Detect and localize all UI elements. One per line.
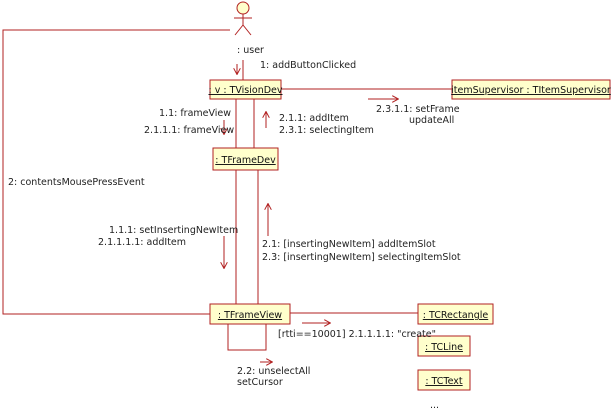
user-label: : user xyxy=(237,45,264,56)
msg-2-1-1-1: 2.1.1.1: frameView xyxy=(144,125,234,136)
msg-2-3-1-1-updateall: updateAll xyxy=(409,115,454,126)
object-item-supervisor-label: itemSupervisor : TItemSupervisor xyxy=(451,85,611,96)
object-tc-line[interactable]: : TCLine xyxy=(417,335,471,357)
msg-1: 1: addButtonClicked xyxy=(260,60,356,71)
object-frame-view-label: : TFrameView xyxy=(218,310,282,321)
object-vision-dev[interactable]: : v : TVisionDev xyxy=(208,79,283,100)
msg-2-3-1: 2.3.1: selectingItem xyxy=(279,125,374,136)
links xyxy=(2,29,452,351)
message-labels: 1: addButtonClicked 1.1: frameView 2.1.1… xyxy=(8,60,461,388)
stick-figure-icon xyxy=(234,1,252,36)
user-actor: : user xyxy=(234,1,264,56)
msg-1-1-1: 1.1.1: setInsertingNewItem xyxy=(109,225,238,236)
more-objects-ellipsis: ... xyxy=(430,400,439,411)
msg-2-1-1: 2.1.1: addItem xyxy=(279,113,349,124)
link-user-frameview xyxy=(2,29,230,315)
object-tc-rectangle[interactable]: : TCRectangle xyxy=(417,303,494,325)
msg-2-1-1-1-1: 2.1.1.1.1: addItem xyxy=(98,237,186,248)
msg-2: 2: contentsMousePressEvent xyxy=(8,177,145,188)
msg-2-3-1-1-setframe: 2.3.1.1: setFrame xyxy=(376,104,460,115)
object-tc-rectangle-label: : TCRectangle xyxy=(423,310,489,321)
object-tc-text-label: : TCText xyxy=(425,376,463,387)
object-vision-dev-label: : v : TVisionDev xyxy=(208,85,282,96)
link-frameview-self xyxy=(227,324,267,351)
msg-2-2-unselectall: 2.2: unselectAll xyxy=(237,366,310,377)
msg-2-2-setcursor: setCursor xyxy=(237,377,283,388)
msg-1-1: 1.1: frameView xyxy=(159,108,231,119)
object-frame-dev[interactable]: : TFrameDev xyxy=(212,147,279,171)
object-tc-line-label: : TCLine xyxy=(425,342,463,353)
msg-create: [rtti==10001] 2.1.1.1.1: "create" xyxy=(278,329,436,340)
msg-2-1: 2.1: [insertingNewItem] addItemSlot xyxy=(262,239,436,250)
object-frame-dev-label: : TFrameDev xyxy=(215,155,276,166)
message-arrows xyxy=(224,64,398,362)
msg-2-3: 2.3: [insertingNewItem] selectingItemSlo… xyxy=(262,252,461,263)
object-frame-view[interactable]: : TFrameView xyxy=(209,303,291,325)
object-tc-text[interactable]: : TCText xyxy=(417,369,471,391)
object-item-supervisor[interactable]: itemSupervisor : TItemSupervisor xyxy=(451,79,611,100)
